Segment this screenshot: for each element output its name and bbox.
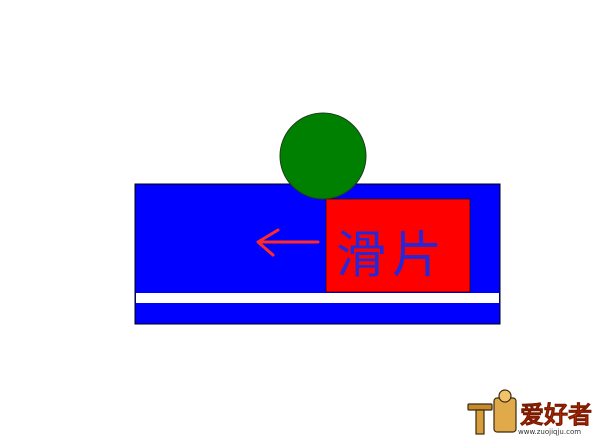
watermark-logo: 爱好者 www.zuojiqju.com [467, 389, 592, 436]
woodworking-logo-icon [467, 389, 517, 435]
white-strip [136, 293, 499, 303]
left-arrow-icon [256, 228, 320, 257]
green-ball [279, 112, 367, 200]
red-slider [325, 198, 471, 293]
slider-label: 滑片 [336, 226, 448, 284]
watermark-site-text: 爱好者 [520, 401, 592, 429]
watermark-url: www.zuojiqju.com [518, 428, 581, 436]
